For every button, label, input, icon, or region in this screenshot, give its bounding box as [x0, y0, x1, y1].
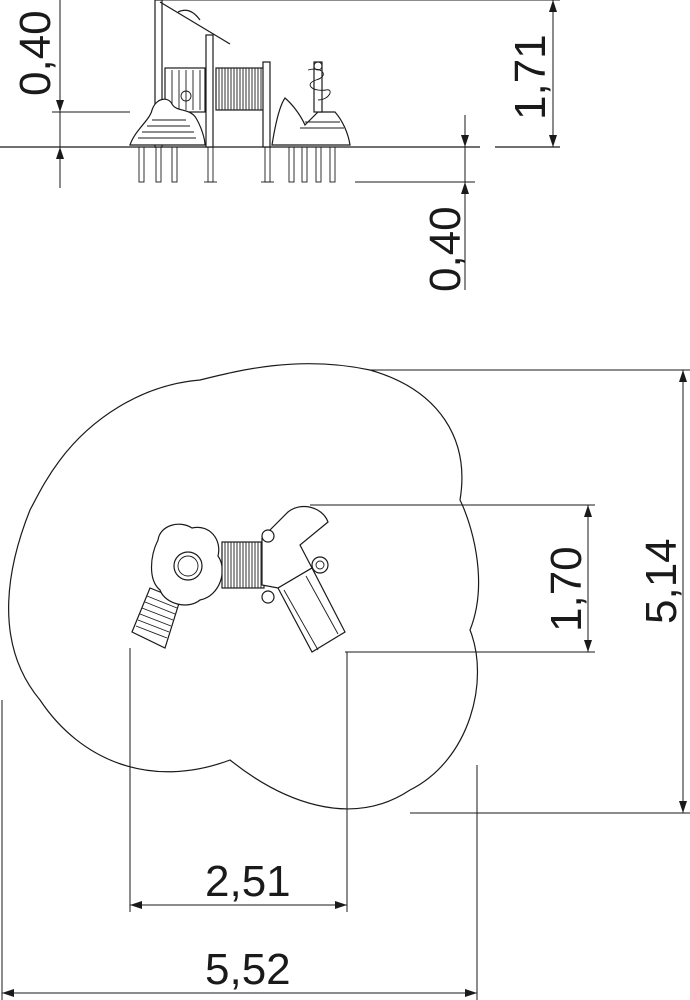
dim-safety-width-label: 5,52: [205, 945, 291, 994]
dim-height-label: 1,71: [506, 34, 555, 120]
dim-equipment-depth-label: 1,70: [542, 546, 591, 632]
plan-view: 5,14 1,70 2,51 5,52: [1, 363, 690, 1000]
dim-foundation-right: 0,40: [355, 115, 475, 292]
dim-equipment-width: 2,51: [129, 648, 348, 912]
dim-equipment-width-label: 2,51: [205, 857, 291, 906]
elevation-view: 0,40 1,71 0,40: [0, 0, 560, 292]
foundation-posts: [138, 146, 336, 183]
dim-height: 1,71: [160, 0, 560, 147]
dim-safety-width: 5,52: [1, 700, 478, 1000]
safety-area-outline: [8, 363, 480, 810]
dim-equipment-depth: 1,70: [310, 504, 595, 653]
dim-foundation-right-label: 0,40: [421, 206, 470, 292]
dim-safety-depth: 5,14: [370, 369, 690, 814]
dim-foundation-left: 0,40: [11, 0, 130, 188]
dim-safety-depth-label: 5,14: [637, 538, 686, 624]
slide-right: [271, 61, 351, 146]
tunnel-bridge: [215, 61, 271, 148]
stair-left: [129, 98, 206, 146]
dim-foundation-left-label: 0,40: [11, 10, 60, 96]
play-structure: [131, 505, 346, 653]
